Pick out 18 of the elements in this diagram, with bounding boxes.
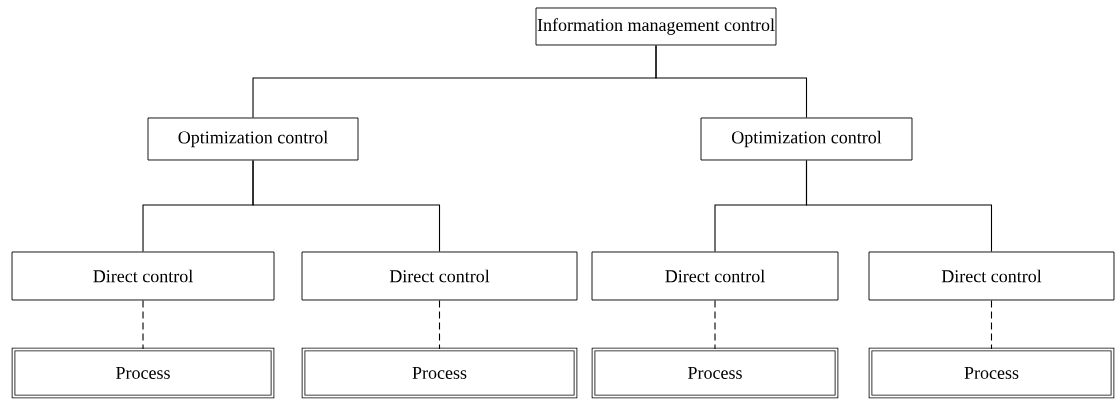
connector-line [438, 299, 441, 350]
connector-line [805, 159, 993, 253]
control-box: Direct control [301, 251, 578, 301]
process-box: Process [591, 347, 839, 399]
control-box: Optimization control [147, 117, 359, 161]
control-box: Information management control [535, 7, 777, 46]
process-box: Process [11, 347, 275, 399]
connector-line [252, 159, 441, 253]
connector-line [142, 299, 144, 350]
control-box: Optimization control [700, 117, 913, 161]
control-box: Direct control [868, 251, 1115, 301]
process-box: Process [301, 347, 578, 399]
connector-line [714, 299, 716, 350]
control-box: Direct control [11, 251, 275, 301]
connector-line [655, 44, 808, 119]
control-box: Direct control [591, 251, 839, 301]
process-box: Process [868, 347, 1115, 399]
connector-line [990, 299, 993, 350]
